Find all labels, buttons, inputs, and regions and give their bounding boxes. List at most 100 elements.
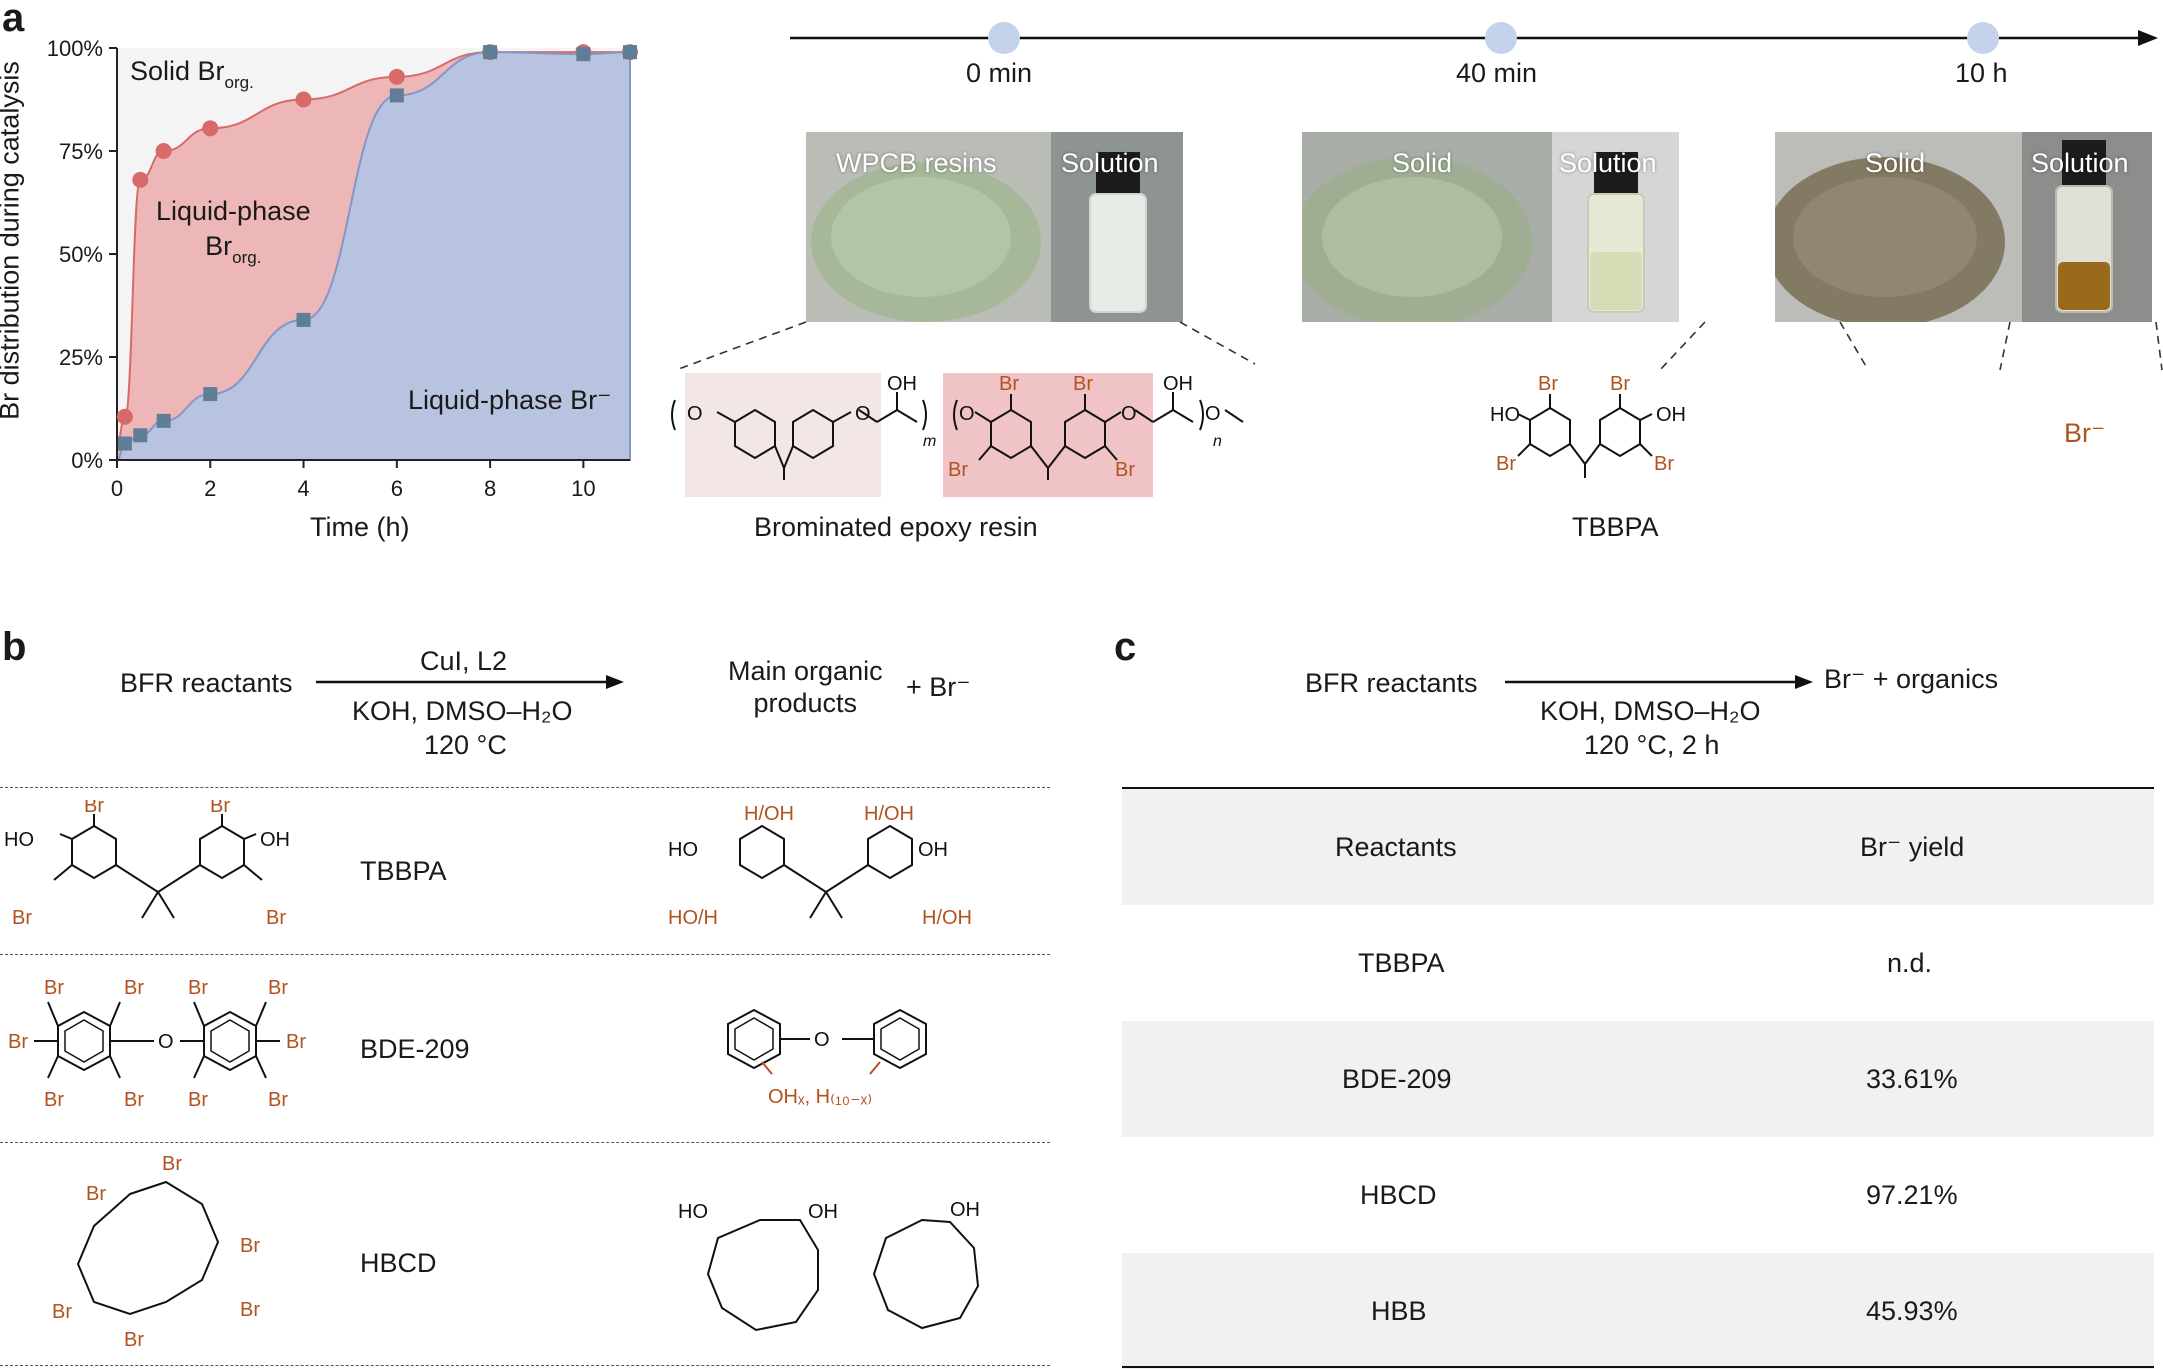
y-tick-label: 0% — [71, 448, 103, 473]
br-ion-point — [156, 413, 171, 428]
c-table-cell-yield-4: 45.93% — [1866, 1296, 1958, 1326]
svg-text:Br: Br — [162, 1153, 182, 1175]
svg-text:OH: OH — [918, 839, 948, 861]
c-table-cell-reactant-2: BDE-209 — [1342, 1064, 1452, 1094]
liquid-br-org-label: Liquid-phase Brorg. — [156, 196, 311, 267]
svg-text:Br: Br — [1654, 453, 1674, 475]
svg-text:OH: OH — [808, 1201, 838, 1223]
svg-text:Br: Br — [210, 800, 230, 817]
liquid-br-ion-label: Liquid-phase Br⁻ — [408, 385, 612, 415]
resin-o-1: O — [687, 403, 703, 425]
photo-0min-left-label: WPCB resins — [836, 148, 997, 178]
svg-text:Br: Br — [240, 1299, 260, 1321]
b-reaction-arrow — [316, 675, 624, 689]
x-tick-label: 8 — [484, 476, 496, 501]
c-table-row-bg-2 — [1122, 1253, 2154, 1369]
photo-40min: Solid Solution — [1302, 132, 1679, 322]
liquid-org-point — [155, 143, 172, 159]
svg-text:Br: Br — [1496, 453, 1516, 475]
bde209-product-label: OHₓ, H₍₁₀₋ₓ₎ — [768, 1086, 873, 1108]
resin-br-4: Br — [1115, 459, 1135, 481]
panel-letter-b: b — [2, 625, 27, 669]
resin-o-2: O — [855, 403, 871, 425]
y-tick-label: 75% — [59, 139, 103, 164]
svg-text:Br: Br — [188, 977, 208, 999]
svg-text:HO: HO — [668, 839, 698, 861]
tbbpa-reactant-structure: Br Br HO OH Br Br — [4, 800, 290, 929]
svg-text:Br: Br — [286, 1031, 306, 1053]
b-separator-3 — [0, 1142, 1050, 1143]
bde209-reactant-structure: O Br Br Br Br Br Br Br Br Br Br — [8, 977, 306, 1111]
solid-br-org-label: Solid Brorg. — [130, 56, 254, 92]
svg-text:Br: Br — [8, 1031, 28, 1053]
c-reagent-1: KOH, DMSO–H₂O — [1540, 696, 1761, 726]
br-ion-point — [203, 387, 218, 402]
svg-text:H/OH: H/OH — [744, 803, 794, 825]
svg-text:OH: OH — [260, 829, 290, 851]
resin-o-5: O — [1205, 403, 1221, 425]
svg-text:Br: Br — [84, 800, 104, 817]
b-reagent-bottom1: KOH, DMSO–H₂O — [352, 696, 573, 726]
svg-text:HO/H: HO/H — [668, 907, 718, 929]
x-axis-label: Time (h) — [310, 512, 410, 542]
br-ion-point — [389, 88, 404, 103]
c-products: Br⁻ + organics — [1824, 664, 1999, 694]
svg-text:Br: Br — [268, 1089, 288, 1111]
c-table-top-rule — [1122, 787, 2154, 789]
svg-text:Br: Br — [86, 1183, 106, 1205]
x-tick-label: 4 — [297, 476, 309, 501]
photo-10h-left-label: Solid — [1865, 148, 1926, 178]
connector-lines — [675, 321, 2163, 371]
c-table-header-reactants: Reactants — [1335, 832, 1457, 862]
br-ion-point — [483, 45, 498, 60]
svg-text:Br: Br — [124, 1329, 144, 1351]
svg-text:Br: Br — [124, 1089, 144, 1111]
resin-oh-1: OH — [887, 373, 917, 395]
svg-text:OH: OH — [950, 1199, 980, 1221]
x-tick-label: 10 — [571, 476, 595, 501]
c-table-cell-yield-2: 33.61% — [1866, 1064, 1958, 1094]
b-row-name-tbbpa: TBBPA — [360, 856, 447, 886]
c-reagent-2: 120 °C, 2 h — [1584, 730, 1720, 760]
y-tick-label: 100% — [47, 36, 103, 61]
svg-text:Br: Br — [268, 977, 288, 999]
tbbpa-product-structure: H/OH H/OH HO OH HO/H H/OH — [668, 803, 972, 929]
photo-0min-image — [806, 132, 1183, 322]
c-table-cell-reactant-3: HBCD — [1360, 1180, 1437, 1210]
c-reactants: BFR reactants — [1305, 668, 1478, 698]
svg-text:HO: HO — [678, 1201, 708, 1223]
c-table-header-yield: Br⁻ yield — [1860, 832, 1965, 862]
b-separator-2 — [0, 954, 1050, 955]
c-table-header-bg — [1122, 789, 2154, 905]
liquid-org-point — [295, 91, 312, 108]
br-ion-point — [117, 436, 132, 451]
resin-caption: Brominated epoxy resin — [754, 512, 1038, 542]
svg-text:Br: Br — [1610, 373, 1630, 395]
c-table-cell-reactant-1: TBBPA — [1358, 948, 1445, 978]
br-ion-point — [576, 47, 591, 62]
timeline-dot-1 — [1485, 22, 1517, 54]
resin-n: n — [1213, 433, 1222, 450]
svg-text:Br: Br — [52, 1301, 72, 1323]
svg-text:OH: OH — [1656, 404, 1686, 426]
br-ion-point — [133, 428, 148, 443]
x-tick-label: 0 — [111, 476, 123, 501]
resin-oh-2: OH — [1163, 373, 1193, 395]
c-table-row-bg-1 — [1122, 1021, 2154, 1137]
y-tick-label: 50% — [59, 242, 103, 267]
timeline-arrow — [790, 22, 2158, 54]
svg-text:Br: Br — [240, 1235, 260, 1257]
y-axis-label: Br distribution during catalysis — [0, 61, 25, 420]
svg-text:H/OH: H/OH — [922, 907, 972, 929]
b-reactants: BFR reactants — [120, 668, 293, 698]
br-ion-point — [623, 45, 637, 60]
panel-letter-a: a — [2, 0, 25, 40]
svg-text:HO: HO — [4, 829, 34, 851]
b-reagent-top: CuI, L2 — [420, 646, 508, 676]
svg-text:O: O — [158, 1031, 174, 1053]
svg-text:Br: Br — [44, 977, 64, 999]
liquid-org-point — [388, 68, 405, 85]
